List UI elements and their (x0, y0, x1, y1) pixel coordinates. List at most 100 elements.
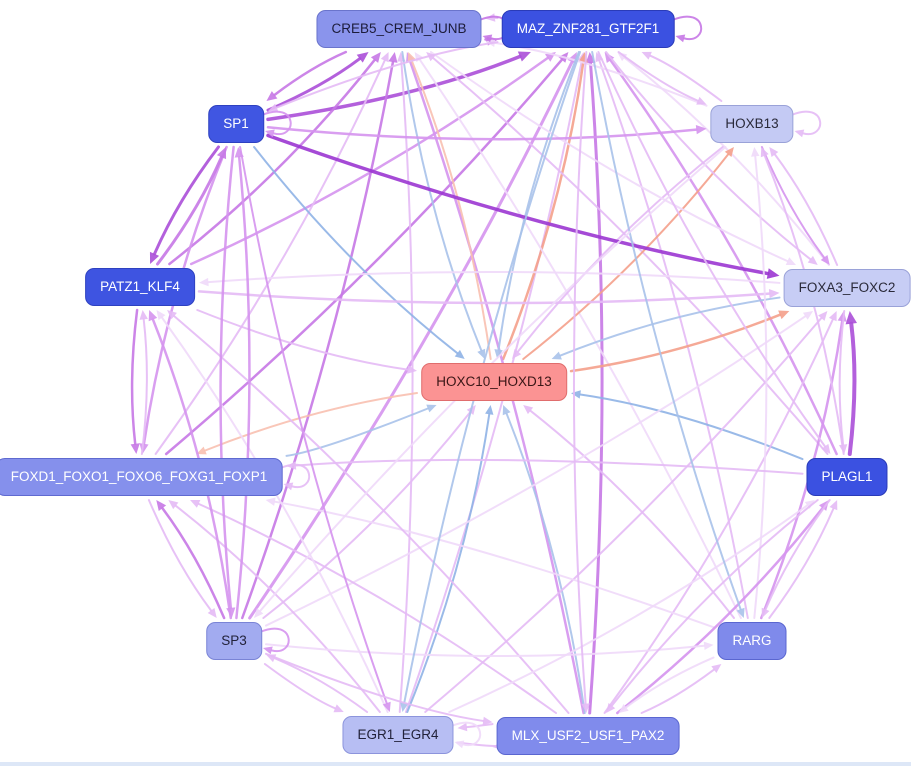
edge-arrowhead (675, 34, 686, 43)
edge-arrowhead (641, 51, 652, 60)
edge (147, 499, 213, 612)
edge (168, 58, 376, 266)
edge (616, 506, 824, 715)
node-HOXC10_HOXD13[interactable]: HOXC10_HOXD13 (421, 363, 567, 401)
edge-arrowhead (821, 443, 831, 454)
node-label: HOXC10_HOXD13 (436, 374, 552, 389)
edge-arrowhead (837, 311, 847, 322)
edge-arrowhead (818, 311, 828, 321)
node-FOXA3_FOXC2[interactable]: FOXA3_FOXC2 (783, 269, 911, 307)
canvas-bottom-edge (0, 762, 911, 766)
edge-arrowhead (802, 311, 814, 320)
edge-arrowhead (268, 103, 279, 112)
edge-arrowhead (477, 348, 486, 359)
edge-arrowhead (388, 52, 398, 63)
node-label: PATZ1_KLF4 (100, 279, 180, 294)
edge-arrowhead (845, 311, 858, 325)
edge-arrowhead (370, 52, 381, 63)
node-HOXB13[interactable]: HOXB13 (710, 105, 794, 143)
edge (401, 51, 483, 352)
edge (617, 51, 699, 102)
node-EGR1_EGR4[interactable]: EGR1_EGR4 (342, 716, 454, 754)
edge-arrowhead (523, 405, 534, 415)
edge (625, 656, 715, 709)
edge (265, 643, 706, 658)
edge (790, 110, 822, 136)
edge-arrowhead (794, 129, 805, 138)
edge-arrowhead (253, 608, 264, 618)
edge-arrowhead (760, 147, 769, 158)
node-FOXD1_FOXO1_FOXO6_FOXG1_FOXP1[interactable]: FOXD1_FOXO1_FOXO6_FOXG1_FOXP1 (0, 458, 283, 496)
edge-arrowhead (216, 147, 227, 160)
edge-arrowhead (606, 702, 616, 713)
edge-arrowhead (494, 349, 503, 359)
edge-arrowhead (190, 500, 201, 508)
edge-arrowhead (581, 703, 590, 713)
edge (764, 499, 831, 611)
edge-arrowhead (149, 251, 160, 264)
edge-arrowhead (571, 390, 581, 399)
edge (261, 110, 292, 136)
edge (418, 58, 742, 619)
edge-arrowhead (618, 703, 629, 713)
edge (241, 60, 395, 620)
edge-arrowhead (804, 500, 815, 509)
edge-arrowhead (820, 254, 830, 265)
node-MAZ_ZNF281_GTF2F1[interactable]: MAZ_ZNF281_GTF2F1 (501, 10, 675, 48)
edge (248, 60, 574, 620)
edge-arrowhead (356, 52, 369, 63)
edge (279, 463, 311, 489)
edge (140, 318, 148, 455)
edge-arrowhead (168, 500, 179, 510)
edge (410, 59, 492, 360)
edge (406, 413, 491, 713)
edge-arrowhead (769, 147, 779, 158)
edge (285, 407, 429, 457)
edge (753, 155, 768, 619)
edge (253, 146, 459, 355)
node-label: HOXB13 (725, 116, 779, 131)
edge (266, 54, 522, 122)
edge (516, 146, 724, 353)
node-SP3[interactable]: SP3 (206, 622, 262, 660)
edge (398, 60, 414, 713)
edge-arrowhead (736, 607, 745, 618)
edge-arrowhead (382, 701, 391, 712)
edge-arrowhead (265, 497, 276, 506)
edge (609, 59, 838, 456)
edge-arrowhead (761, 607, 770, 618)
edge (522, 153, 730, 360)
node-PLAGL1[interactable]: PLAGL1 (806, 458, 888, 496)
edge (196, 309, 409, 371)
edge (671, 15, 703, 41)
edge-arrowhead (751, 147, 760, 157)
edge-arrowhead (266, 91, 278, 101)
node-MLX_USF2_USF1_PAX2[interactable]: MLX_USF2_USF1_PAX2 (496, 717, 680, 755)
edge (605, 51, 812, 261)
edge-arrowhead (196, 446, 207, 455)
node-SP1[interactable]: SP1 (208, 105, 264, 143)
node-label: RARG (732, 633, 772, 648)
node-RARG[interactable]: RARG (717, 622, 787, 660)
edge-arrowhead (512, 348, 522, 359)
edge-arrowhead (711, 664, 722, 674)
edge-arrowhead (156, 310, 166, 321)
edge (265, 315, 807, 627)
node-PATZ1_KLF4[interactable]: PATZ1_KLF4 (85, 268, 195, 306)
edge (497, 51, 580, 351)
edge (465, 723, 494, 729)
edge (273, 50, 348, 97)
edge (610, 499, 819, 707)
edge (572, 51, 588, 705)
edge-arrowhead (617, 52, 628, 62)
edge-arrowhead (838, 444, 848, 454)
edge (266, 57, 362, 112)
edge-arrowhead (265, 129, 275, 138)
edge (174, 504, 381, 713)
edge-arrowhead (407, 365, 417, 374)
edge-arrowhead (807, 255, 818, 265)
node-CREB5_CREM_JUNB[interactable]: CREB5_CREM_JUNB (316, 10, 482, 48)
edge (173, 315, 570, 714)
